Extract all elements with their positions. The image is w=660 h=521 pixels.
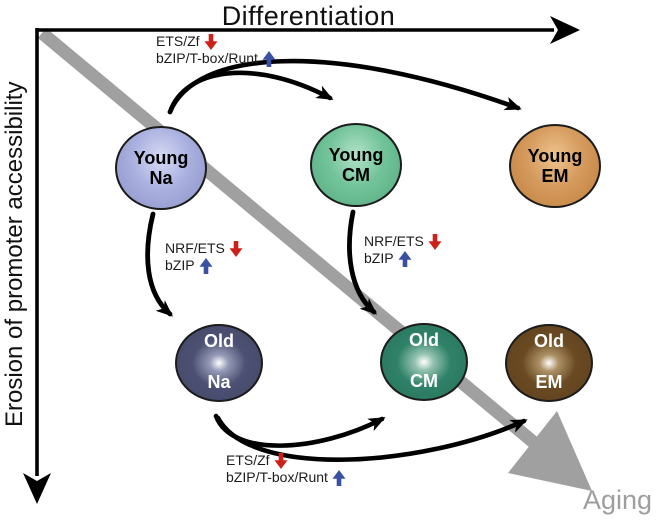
annotation-na-aging: NRF/ETS bZIP [165, 240, 243, 274]
tf-down-label: ETS/Zf [156, 33, 200, 49]
tf-up-label: bZIP/T-box/Runt [156, 50, 258, 66]
y-axis [23, 28, 51, 504]
arrow-young-na-to-young-cm [167, 70, 334, 115]
arrow-young-na-to-young-em [167, 58, 522, 115]
down-arrow-icon [204, 33, 218, 50]
arrow-young-cm-to-old-cm [347, 209, 378, 315]
tf-up-label: bZIP [364, 250, 394, 266]
node-label-line1: Young [328, 145, 384, 165]
node-young-em: Young EM [509, 124, 601, 208]
annotation-bottom-transition: ETS/Zf bZIP/T-box/Runt [226, 452, 346, 486]
down-arrow-icon [229, 240, 243, 257]
node-old-cm: Old CM [380, 323, 468, 401]
tf-down-label: NRF/ETS [364, 233, 424, 249]
annotation-cm-aging: NRF/ETS bZIP [364, 233, 442, 267]
arrow-young-na-to-old-na [145, 211, 174, 317]
tf-up-label: bZIP [165, 257, 195, 273]
up-arrow-icon [332, 469, 346, 486]
node-label-line1: Young [527, 146, 583, 166]
node-label-line1: Old [534, 331, 564, 351]
node-label-line1: Old [409, 330, 439, 350]
down-arrow-icon [274, 452, 288, 469]
y-axis-label: Erosion of promoter accessibility [1, 81, 28, 427]
node-label-line2: CM [342, 165, 370, 185]
x-axis-label: Differentiation [221, 1, 396, 31]
up-arrow-icon [199, 257, 213, 274]
tf-down-label: ETS/Zf [226, 452, 270, 468]
node-old-na: Old Na [175, 324, 263, 402]
tf-up-label: bZIP/T-box/Runt [226, 469, 328, 485]
tf-down-label: NRF/ETS [165, 240, 225, 256]
node-old-em: Old EM [505, 324, 593, 402]
x-axis [36, 16, 580, 44]
annotation-top-transition: ETS/Zf bZIP/T-box/Runt [156, 33, 276, 67]
aging-arrow [37, 28, 592, 491]
node-label-line2: CM [410, 371, 438, 391]
node-label-line2: Na [207, 372, 231, 392]
node-label-line1: Old [204, 331, 234, 351]
node-label-line2: Na [149, 168, 173, 188]
up-arrow-icon [262, 50, 276, 67]
node-label-line1: Young [133, 148, 189, 168]
node-label-line2: EM [541, 166, 569, 186]
node-label-line2: EM [535, 372, 563, 392]
node-young-cm: Young CM [310, 123, 402, 207]
arrow-old-na-to-old-em [215, 415, 528, 462]
aging-label: Aging [583, 485, 653, 515]
up-arrow-icon [398, 250, 412, 267]
node-young-na: Young Na [115, 126, 207, 210]
down-arrow-icon [428, 233, 442, 250]
